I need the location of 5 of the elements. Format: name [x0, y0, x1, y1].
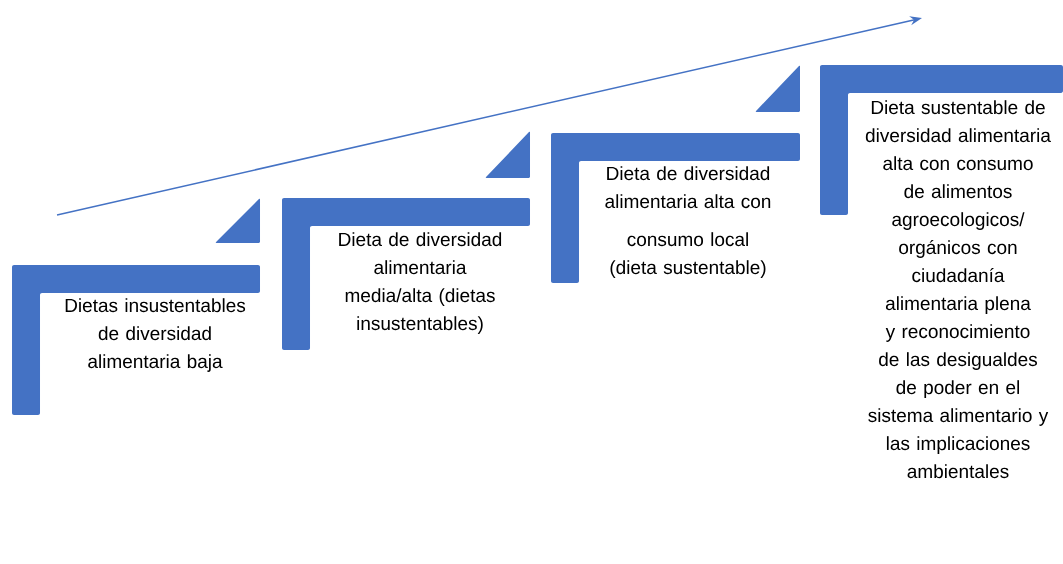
node-label: agroecologicos/ orgánicos con ciudadanía alimentaria plena y reconocimiento de las desigualdes de poder en el sistema alimentario y las implicaciones ambientales: [868, 212, 1049, 479]
step-box: Dieta de diversidad alimentaria media/alta (dietas insustentables): [282, 198, 530, 350]
step-box: Dieta sustentable de diversidad alimentaria alta con consumo de alimentos agroecologicos/ orgánicos con ciudadanía alimentaria plena y reconocimiento de las desigualdes de poder en el sistema alimentario y las implicaciones ambientales: [820, 65, 1063, 479]
step-box: Dieta de diversidad alimentaria alta con consumo local (dieta sustentable): [551, 133, 800, 283]
step-box: Dietas insustentables de diversidad alimentaria baja: [12, 265, 260, 415]
